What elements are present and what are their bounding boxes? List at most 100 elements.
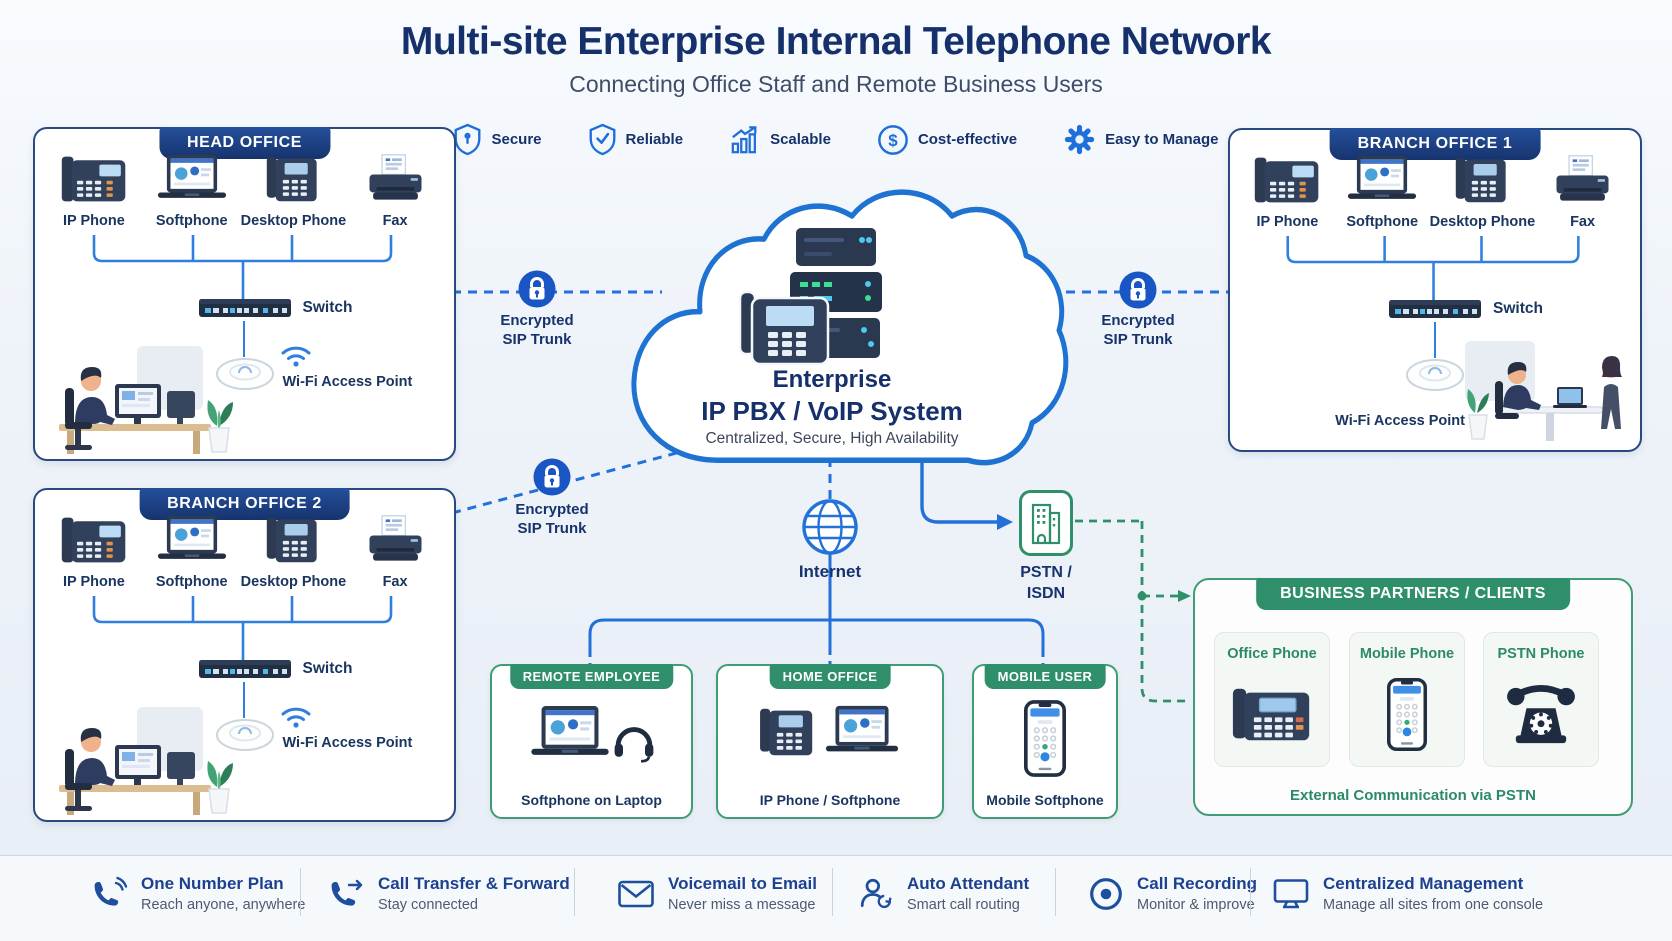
badge-label: Scalable — [770, 131, 831, 148]
gear-icon — [1063, 123, 1096, 156]
lock-icon — [1119, 271, 1157, 309]
lan-bus-lines — [1286, 236, 1580, 300]
head-office-title: HEAD OFFICE — [158, 127, 331, 159]
smartphone-icon — [1024, 700, 1066, 777]
arrow-into-partners — [1178, 590, 1191, 602]
cloud-tagline: Centralized, Secure, High Availability — [705, 430, 959, 447]
pstn-building-icon — [1018, 489, 1074, 557]
badge-label: Reliable — [625, 131, 684, 148]
shield-lock-icon — [453, 123, 482, 156]
envelope-icon — [617, 879, 655, 909]
badge-reliable: Reliable — [588, 123, 684, 156]
device-label: IP Phone — [63, 574, 125, 590]
home-office-caption: IP Phone / Softphone — [759, 792, 901, 808]
sip-line1: Encrypted — [515, 501, 589, 518]
badge-scalable: Scalable — [729, 123, 831, 156]
switch-label: Switch — [302, 660, 353, 677]
wifi-signal-icon — [279, 339, 313, 367]
headset-icon — [611, 719, 657, 763]
office-worker-illustration — [41, 705, 241, 815]
branch-office-2-box: BRANCH OFFICE 2 IP Phone Softphone Deskt… — [33, 488, 456, 822]
monitor-icon — [1272, 877, 1310, 911]
sip-line1: Encrypted — [1101, 312, 1175, 329]
desktop-phone-icon — [265, 153, 322, 205]
card-label: Office Phone — [1227, 646, 1317, 662]
wifi-label: Wi-Fi Access Point — [282, 374, 413, 390]
feature-subtitle: Manage all sites from one console — [1323, 897, 1544, 913]
device-fax: Fax — [1535, 154, 1630, 230]
junction-dot — [1137, 591, 1147, 601]
pstn-partner-lines — [1075, 519, 1186, 703]
remote-employee-box: REMOTE EMPLOYEE Softphone on Laptop — [490, 664, 693, 819]
record-icon — [1088, 876, 1124, 912]
sip-line1: Encrypted — [500, 312, 574, 329]
device-label: IP Phone — [63, 213, 125, 229]
sip-line2: SIP Trunk — [502, 331, 572, 348]
lock-icon — [533, 458, 571, 496]
card-label: PSTN Phone — [1497, 646, 1585, 662]
device-ip-phone: IP Phone — [45, 514, 143, 590]
device-softphone: Softphone — [1335, 154, 1430, 230]
feature-title: Auto Attendant — [907, 874, 1030, 893]
switch-label: Switch — [302, 299, 353, 316]
switch-ap-link — [1433, 322, 1436, 358]
branch-office-1-box: BRANCH OFFICE 1 IP Phone Softphone Deskt… — [1228, 128, 1642, 452]
softphone-laptop-icon — [154, 514, 230, 566]
remote-employee-title: REMOTE EMPLOYEE — [509, 664, 674, 689]
lan-bus-lines — [92, 235, 393, 299]
shield-check-icon — [588, 123, 617, 156]
meeting-illustration — [1461, 335, 1636, 445]
device-label: Desktop Phone — [240, 574, 347, 590]
cloud-subtitle: IP PBX / VoIP System — [701, 396, 963, 426]
wifi-label: Wi-Fi Access Point — [1335, 413, 1465, 429]
dollar-circle-icon — [877, 124, 909, 156]
pstn-label-line2: ISDN — [1026, 585, 1066, 602]
fax-icon — [364, 153, 427, 205]
globe-icon — [800, 497, 860, 557]
sip-line2: SIP Trunk — [1103, 331, 1173, 348]
attendant-icon — [858, 876, 894, 912]
ip-phone-icon — [60, 153, 128, 205]
badge-easy-to-manage: Easy to Manage — [1063, 123, 1219, 156]
lan-bus-lines — [92, 596, 393, 660]
benefit-badges: Secure Reliable Scalable Cost-effective … — [0, 123, 1672, 156]
switch-ap-link — [243, 682, 246, 718]
mobile-user-title: MOBILE USER — [984, 664, 1106, 689]
internet-label: Internet — [798, 562, 862, 581]
softphone-laptop-icon — [154, 153, 230, 205]
switch-label: Switch — [1493, 300, 1543, 317]
lock-icon — [518, 270, 556, 308]
fax-icon — [364, 514, 427, 566]
softphone-laptop-icon — [1344, 154, 1420, 206]
feature-subtitle: Monitor & improve — [1137, 897, 1255, 913]
pstn-label-line1: PSTN / — [1020, 564, 1072, 581]
feature-subtitle: Smart call routing — [907, 897, 1020, 913]
device-label: Fax — [1570, 214, 1596, 230]
device-desktop-phone: Desktop Phone — [1429, 154, 1536, 230]
badge-label: Cost-effective — [917, 131, 1018, 148]
mobile-user-caption: Mobile Softphone — [986, 792, 1104, 808]
card-label: Mobile Phone — [1359, 646, 1455, 662]
business-partners-box: BUSINESS PARTNERS / CLIENTS Office Phone… — [1193, 578, 1633, 816]
device-ip-phone: IP Phone — [45, 153, 143, 229]
device-label: Softphone — [155, 213, 228, 229]
badge-label: Secure — [491, 131, 542, 148]
device-fax: Fax — [346, 514, 444, 590]
ip-phone-icon — [1253, 154, 1321, 206]
device-softphone: Softphone — [143, 514, 241, 590]
divider — [832, 868, 833, 916]
pbx-phone-icon — [738, 286, 833, 370]
feature-subtitle: Stay connected — [378, 897, 478, 913]
feature-title: Centralized Management — [1323, 874, 1524, 893]
office-worker-illustration — [41, 344, 241, 454]
device-label: Desktop Phone — [1429, 214, 1536, 230]
